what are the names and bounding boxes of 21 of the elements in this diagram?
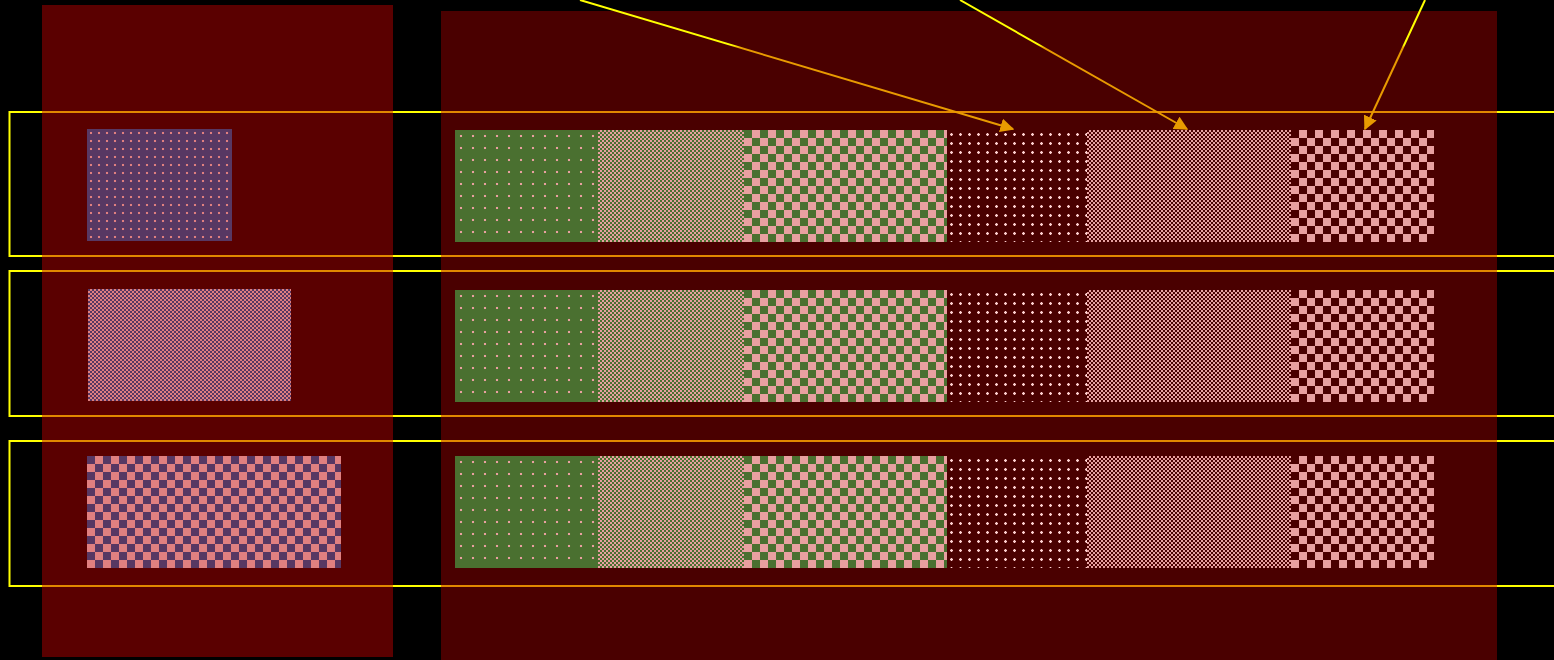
- patterned-tile: [598, 290, 744, 402]
- patterned-tile: [1291, 130, 1434, 242]
- patterned-tile: [87, 456, 341, 568]
- patterned-tile: [455, 456, 598, 568]
- arrow: [1363, 0, 1426, 131]
- patterned-tile: [598, 456, 744, 568]
- patterned-tile: [88, 289, 291, 401]
- arrow: [579, 0, 1015, 133]
- patterned-tile: [744, 456, 947, 568]
- patterned-tile: [744, 290, 947, 402]
- patterned-tile: [1087, 290, 1291, 402]
- patterned-tile: [87, 129, 232, 241]
- patterned-tile: [1087, 456, 1291, 568]
- arrow: [959, 0, 1189, 130]
- patterned-tile: [744, 130, 947, 242]
- patterned-tile: [1087, 130, 1291, 242]
- patterned-tile: [455, 130, 598, 242]
- patterned-tile: [598, 130, 744, 242]
- patterned-tile: [455, 290, 598, 402]
- patterned-tile: [1291, 290, 1434, 402]
- patterned-tile: [1291, 456, 1434, 568]
